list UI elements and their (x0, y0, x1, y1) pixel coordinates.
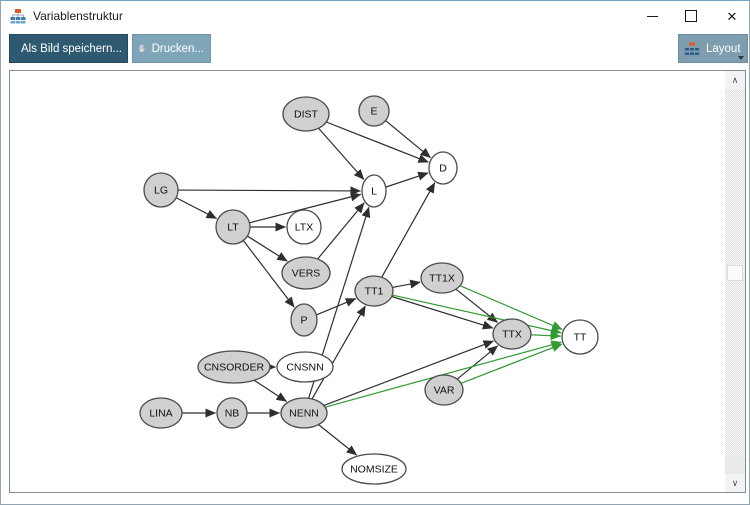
node-label-CNSNN: CNSNN (286, 362, 323, 374)
node-NENN[interactable]: NENN (280, 397, 328, 429)
node-TT1[interactable]: TT1 (354, 275, 394, 307)
edge-LT-L (249, 192, 362, 224)
maximize-icon (685, 10, 697, 22)
close-icon: ✕ (726, 8, 738, 24)
edge-LG-LT (175, 197, 217, 220)
edge-CNSORDER-NENN (253, 379, 287, 403)
edge-DIST-D (326, 121, 429, 163)
edge-E-D (385, 120, 431, 159)
edge-DIST-L (318, 127, 365, 180)
save-as-image-button[interactable]: Als Bild speichern... (9, 34, 128, 63)
title-bar[interactable]: Variablenstruktur ✕ (1, 1, 749, 31)
node-label-VAR: VAR (434, 385, 455, 397)
layout-button[interactable]: Layout (678, 34, 748, 63)
variable-structure-graph: DIST E D LG L LT LTX VERS P TT1 TT1X TTX TT VAR CNSORD… (139, 95, 599, 485)
edge-LT-VERS (247, 235, 288, 262)
edge-TT1-TTX (391, 295, 494, 330)
node-label-E: E (370, 106, 377, 118)
minimize-button[interactable] (635, 1, 669, 31)
node-label-NB: NB (225, 408, 240, 420)
scrollbar-lower-block (725, 457, 745, 474)
node-D[interactable]: D (428, 151, 458, 185)
edge-TT1-D (381, 182, 436, 278)
edge-LT-P (242, 240, 295, 308)
minimize-icon (646, 15, 658, 17)
node-label-LINA: LINA (149, 408, 172, 420)
node-NOMSIZE[interactable]: NOMSIZE (341, 453, 407, 485)
node-label-CNSORDER: CNSORDER (204, 362, 265, 374)
node-VAR[interactable]: VAR (424, 374, 464, 406)
edge-NENN-TT1 (311, 305, 366, 400)
edge-TTX-TT (530, 331, 562, 341)
scrollbar-track[interactable] (725, 89, 745, 474)
node-LINA[interactable]: LINA (139, 397, 183, 429)
window-title: Variablenstruktur (33, 9, 123, 23)
layout-label: Layout (706, 42, 741, 55)
node-LT[interactable]: LT (215, 209, 251, 245)
print-label: Drucken... (151, 42, 204, 55)
vertical-scrollbar[interactable]: ∧ ∨ (725, 71, 745, 492)
scroll-down-button[interactable]: ∨ (725, 474, 745, 492)
chevron-up-icon: ∧ (731, 74, 739, 85)
node-label-LG: LG (154, 185, 168, 197)
node-label-TT1X: TT1X (429, 273, 455, 285)
edge-LG-L (177, 186, 362, 196)
node-TT[interactable]: TT (561, 319, 599, 355)
scrollbar-thumb[interactable] (727, 265, 743, 281)
node-TTX[interactable]: TTX (492, 318, 532, 350)
node-label-DIST: DIST (294, 109, 319, 121)
print-button[interactable]: Drucken... (132, 34, 211, 63)
edge-TT1-TT1X (392, 279, 421, 289)
node-label-LTX: LTX (295, 222, 313, 234)
edge-VAR-TTX (456, 345, 499, 380)
node-L[interactable]: L (361, 174, 387, 208)
edge-NENN-NOMSIZE (318, 424, 358, 456)
layout-org-chart-icon (684, 42, 700, 55)
chevron-down-icon: ∨ (731, 477, 739, 488)
node-CNSORDER[interactable]: CNSORDER (197, 350, 271, 384)
maximize-button[interactable] (674, 1, 708, 31)
node-label-D: D (439, 163, 447, 175)
node-LTX[interactable]: LTX (286, 209, 322, 245)
node-DIST[interactable]: DIST (282, 96, 330, 132)
node-NB[interactable]: NB (216, 397, 248, 429)
node-LG[interactable]: LG (143, 172, 179, 208)
edge-VAR-TT (460, 343, 563, 384)
save-as-image-label: Als Bild speichern... (21, 42, 122, 55)
node-P[interactable]: P (290, 303, 318, 337)
node-TT1X[interactable]: TT1X (420, 262, 464, 294)
node-VERS[interactable]: VERS (281, 256, 331, 290)
node-label-TT: TT (574, 332, 587, 344)
edge-NENN-TTX (323, 340, 494, 407)
edge-P-TT1 (316, 297, 357, 316)
node-label-L: L (371, 186, 377, 198)
node-label-NOMSIZE: NOMSIZE (350, 464, 398, 476)
node-CNSNN[interactable]: CNSNN (276, 351, 334, 383)
edge-TT1-TT (392, 294, 562, 335)
node-label-P: P (300, 315, 307, 327)
node-label-LT: LT (227, 222, 239, 234)
edge-TT1X-TT (459, 285, 563, 330)
node-label-VERS: VERS (292, 268, 321, 280)
graph-canvas[interactable]: DIST E D LG L LT LTX VERS P TT1 TT1X TTX TT VAR CNSORD… (9, 70, 746, 493)
edge-L-D (385, 171, 429, 188)
dropdown-caret-icon (738, 56, 744, 60)
close-button[interactable]: ✕ (715, 1, 749, 31)
edge-VERS-L (317, 202, 365, 260)
node-label-TTX: TTX (502, 329, 522, 341)
node-label-TT1: TT1 (365, 286, 384, 298)
scroll-up-button[interactable]: ∧ (725, 71, 745, 89)
node-label-NENN: NENN (289, 408, 319, 420)
printer-icon (138, 44, 146, 53)
node-E[interactable]: E (358, 95, 390, 127)
org-chart-app-icon (10, 9, 26, 24)
